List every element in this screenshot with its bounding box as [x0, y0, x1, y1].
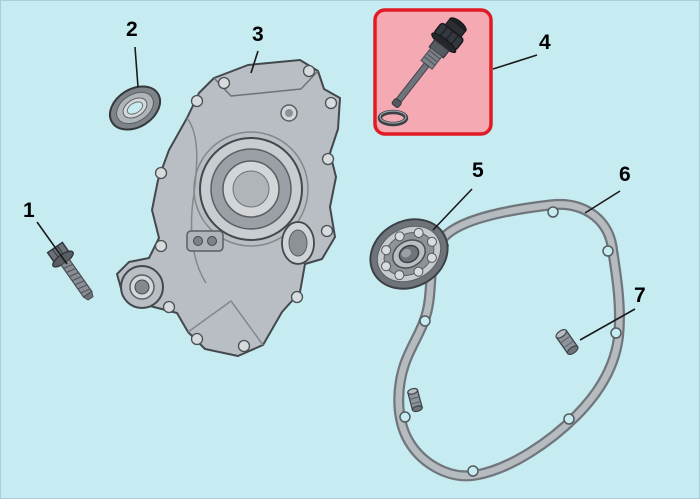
callout-1[interactable]: 1: [23, 199, 35, 222]
highlight-box: [373, 8, 493, 136]
callout-6[interactable]: 6: [619, 163, 631, 186]
oil-seal-part[interactable]: [102, 78, 168, 139]
callout-4[interactable]: 4: [539, 31, 551, 54]
leader-line-4: [492, 54, 538, 70]
leader-line-2: [134, 46, 139, 88]
leader-line-1: [36, 221, 68, 265]
leader-line-6: [584, 190, 621, 214]
crankcase-cover-part[interactable]: [116, 59, 341, 357]
dipstick-part[interactable]: [377, 12, 472, 127]
bearing-part[interactable]: [358, 206, 460, 302]
leader-line-3: [250, 50, 259, 74]
callout-3[interactable]: 3: [252, 23, 264, 46]
dowel-pin-part[interactable]: [555, 328, 580, 356]
leader-line-7: [579, 308, 636, 341]
callout-5[interactable]: 5: [472, 159, 484, 182]
callout-2[interactable]: 2: [126, 18, 138, 41]
leader-lines: [36, 46, 636, 341]
callout-7[interactable]: 7: [634, 284, 646, 307]
dowel-pin-2[interactable]: [407, 387, 423, 413]
bolt-part[interactable]: [45, 241, 100, 306]
leader-line-5: [432, 188, 473, 231]
